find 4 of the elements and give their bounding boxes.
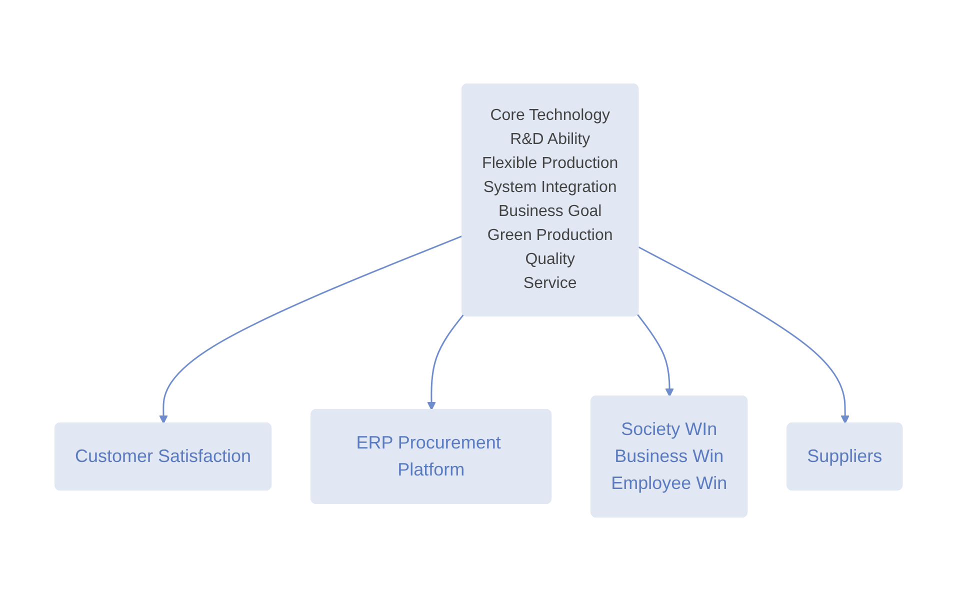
arrow <box>638 246 850 424</box>
arrow <box>427 314 464 410</box>
arrow <box>636 314 674 397</box>
arrow <box>158 235 463 424</box>
